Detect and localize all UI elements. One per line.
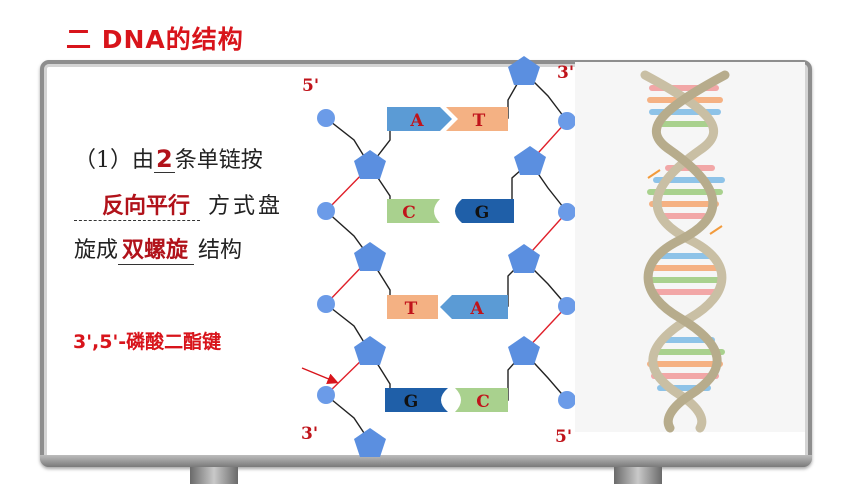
base-letter: A [469,299,484,319]
statement-text: 条单链按 [174,148,263,173]
phosphate-group [558,297,576,315]
helix-direction-arrow [647,169,661,179]
phosphate-group [558,112,576,130]
helix-strand-back [640,70,727,433]
base-letter: C [476,392,490,412]
statement-line-2: 反向平行方式盘 [74,188,283,221]
statement-text: 结构 [198,238,243,263]
whiteboard-tray [40,455,812,467]
right-phosphates [558,112,576,409]
deoxyribose-pentagon [508,244,540,273]
base-right-shape [455,388,508,412]
left-sugars [354,150,386,457]
right-sugars [508,56,546,365]
deoxyribose-pentagon [514,146,546,175]
base-left-shape [387,199,440,223]
base-right-shape [455,199,514,223]
answer-blank-count: 2 [154,145,175,173]
phosphate-group [317,202,335,220]
statement-text: （1）由 [74,148,154,173]
base-letter: T [405,299,418,319]
answer-blank-direction: 反向平行 [74,194,201,221]
base-pair-2: C G [387,199,514,223]
phosphate-group [558,391,576,409]
answer-blank-structure: 双螺旋 [118,238,195,265]
deoxyribose-pentagon [354,150,386,179]
deoxyribose-pentagon [508,336,540,365]
base-right-shape [446,107,508,131]
bond-pointer-arrow [301,367,339,384]
statement-line-3: 旋成双螺旋结构 [74,232,242,265]
double-helix-illustration [575,62,805,433]
base-letter: A [409,111,424,131]
deoxyribose-pentagon [354,428,386,457]
phosphodiester-bond-label: 3',5'-磷酸二酯键 [73,331,222,353]
base-right-shape [440,295,508,319]
phosphate-group [317,386,335,404]
base-letter: G [404,392,419,412]
base-pair-3: T A [387,295,508,319]
base-pair-1: A T [387,107,508,131]
end-label-bottom-right: 5' [555,427,573,447]
phosphate-group [558,203,576,221]
whiteboard-leg-right [614,467,662,484]
statement-text: 旋成 [74,238,119,263]
base-pair-4: G C [385,388,508,412]
deoxyribose-pentagon [354,336,386,365]
deoxyribose-pentagon [508,56,540,85]
phosphate-group [317,109,335,127]
base-left-shape [387,107,452,131]
statement-line-1: （1）由2条单链按 [74,142,263,174]
slide-title: 二 DNA的结构 [66,25,244,54]
statement-text: 方式盘 [208,194,284,219]
deoxyribose-pentagon [354,242,386,271]
phosphate-group [317,295,335,313]
helix-strand-front [643,70,730,433]
end-label-top-right: 3' [557,63,575,83]
whiteboard-leg-left [190,467,238,484]
end-label-bottom-left: 3' [301,424,319,444]
base-letter: G [475,203,490,223]
base-letter: C [402,203,416,223]
helix-direction-arrow [709,225,723,235]
end-label-top-left: 5' [302,76,320,96]
base-letter: T [473,111,486,131]
base-left-shape [385,388,448,412]
base-left-shape [387,295,438,319]
left-phosphates [317,109,335,404]
